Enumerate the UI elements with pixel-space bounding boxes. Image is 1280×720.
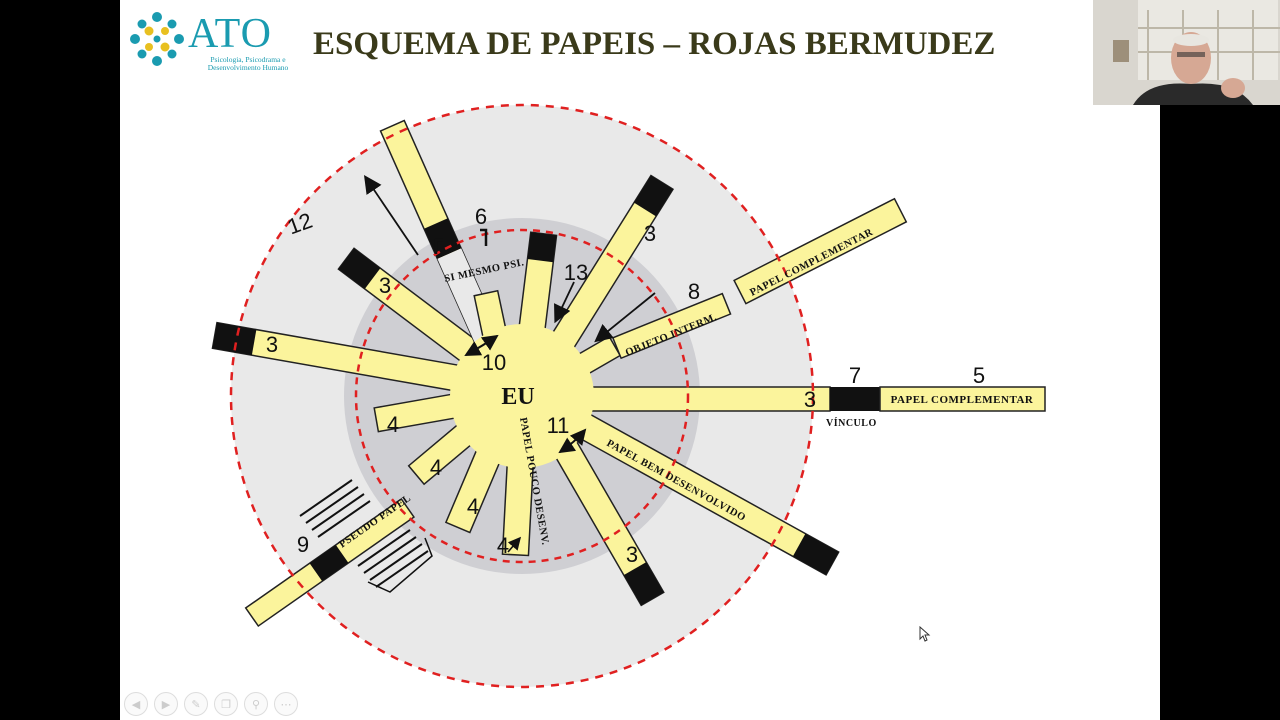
arrow-8: [594, 292, 656, 343]
copy-icon[interactable]: ❐: [214, 692, 238, 716]
label-3-right: 3: [804, 387, 816, 412]
arrow-10: [464, 334, 499, 356]
more-icon[interactable]: ⋯: [274, 692, 298, 716]
presenter-video-icon: [1093, 0, 1280, 105]
back-icon[interactable]: ◀: [124, 692, 148, 716]
label-5: 5: [973, 363, 985, 388]
ato-logo-icon: [130, 12, 184, 66]
ray-left: [211, 321, 460, 392]
eu-center: [450, 324, 594, 468]
hatch-bracket: [367, 537, 433, 593]
pseudo-papel-bar: [244, 497, 415, 628]
label-3-top-right: 3: [644, 221, 656, 246]
hatch-top: [299, 479, 371, 538]
si-mesmo-bracket: [434, 228, 488, 254]
arrow-4-small: [507, 536, 522, 553]
papel-complementar-top-band: [733, 197, 908, 305]
presenter-webcam: [1093, 0, 1280, 105]
ray-right: [579, 386, 831, 412]
papel-complementar-right-band: [879, 386, 1046, 412]
band-vinculo: VÍNCULO: [826, 417, 877, 429]
pen-icon[interactable]: ✎: [184, 692, 208, 716]
hatch-bottom: [357, 529, 429, 588]
zoom-icon[interactable]: ⚲: [244, 692, 268, 716]
presentation-nav: ◀ ▶ ✎ ❐ ⚲ ⋯: [124, 692, 298, 716]
label-4-small: 4: [497, 533, 509, 558]
mouse-cursor-icon: [919, 626, 931, 642]
outer-dashed-circle: [229, 103, 815, 689]
label-9: 9: [297, 532, 309, 557]
center-label: EU: [501, 384, 534, 410]
rays: [211, 119, 840, 607]
vinculo-black-band: [830, 387, 880, 411]
label-7: 7: [849, 363, 861, 388]
label-13: 13: [564, 260, 588, 285]
label-6: 6: [475, 204, 487, 229]
label-3-left: 3: [266, 332, 278, 357]
inner-dashed-circle: [354, 228, 690, 564]
label-11: 11: [547, 413, 570, 438]
arrow-13: [554, 281, 575, 324]
label-3-bottom: 3: [626, 542, 638, 567]
logo-name: ATO: [188, 11, 272, 57]
slide-title: ESQUEMA DE PAPEIS – ROJAS BERMUDEZ: [313, 26, 996, 62]
label-10: 10: [482, 350, 506, 375]
label-8: 8: [688, 279, 700, 304]
forward-icon[interactable]: ▶: [154, 692, 178, 716]
label-4-bottom: 4: [467, 494, 479, 519]
label-4-left: 4: [387, 412, 399, 437]
label-4-lower-left: 4: [430, 455, 442, 480]
arrow-11: [558, 428, 587, 454]
label-3-upper-left: 3: [379, 273, 391, 298]
ray-top: [516, 231, 558, 348]
ray-top-right: [543, 174, 675, 360]
expansion-arrow: [363, 175, 419, 256]
logo-subtitle: Psicologia, Psicodrama e Desenvolvimento…: [207, 55, 289, 72]
band-papel-complementar-right: PAPEL COMPLEMENTAR: [891, 394, 1034, 406]
